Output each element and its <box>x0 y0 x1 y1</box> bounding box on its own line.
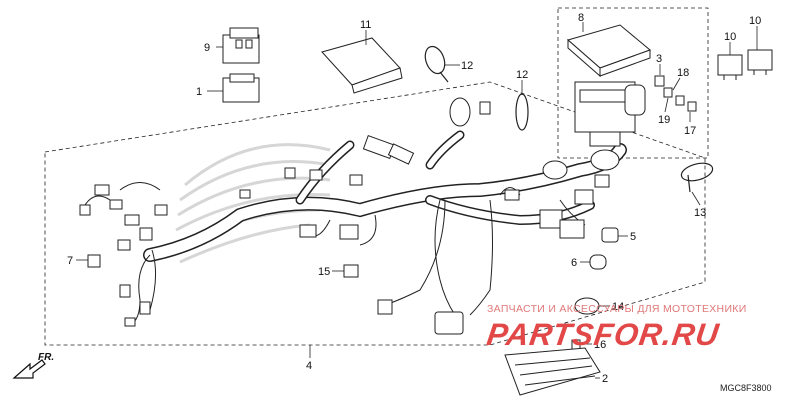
fuse-box-boundary <box>557 7 709 159</box>
callout-18: 18 <box>677 67 689 79</box>
left-connector-cluster <box>79 184 168 327</box>
callout-14: 14 <box>612 301 624 313</box>
fuse-box <box>574 81 646 147</box>
part-13-band <box>680 162 714 193</box>
callout-12-mid: 12 <box>516 69 528 81</box>
front-direction-label: FR. <box>38 352 55 363</box>
callout-5: 5 <box>630 231 636 243</box>
right-connector-cluster <box>539 149 620 239</box>
callout-1: 1 <box>196 86 202 98</box>
callout-10-right: 10 <box>749 15 761 27</box>
small-fuses <box>654 75 697 112</box>
part-10-relays <box>717 49 773 80</box>
fuse-box-cover <box>566 24 651 78</box>
callout-4: 4 <box>306 360 312 372</box>
harness-cover <box>321 37 403 94</box>
parts-7-15-clips <box>87 254 359 278</box>
callout-17: 17 <box>684 125 696 137</box>
harness-trunk <box>143 130 627 262</box>
callout-11: 11 <box>360 19 371 31</box>
callout-15: 15 <box>318 266 330 278</box>
watermark-caption: ЗАПЧАСТИ И АКСЕССУАРЫ ДЛЯ МОТОТЕХНИКИ <box>487 303 747 315</box>
callout-7: 7 <box>67 255 73 267</box>
diagram-code: MGC8F3800 <box>720 383 772 393</box>
callout-3: 3 <box>656 53 662 65</box>
front-direction-arrow-icon <box>12 359 46 379</box>
callout-16: 16 <box>594 339 606 351</box>
parts-14-16-2 <box>504 297 601 396</box>
part-12-cable-ties <box>424 45 529 131</box>
callout-8: 8 <box>578 12 584 24</box>
part-1-relay <box>222 73 260 103</box>
watermark-logo: PARTSFOR.RU <box>484 317 722 352</box>
callout-2: 2 <box>602 373 608 385</box>
callout-19: 19 <box>658 114 670 126</box>
callout-13: 13 <box>694 207 706 219</box>
callout-10-left: 10 <box>724 31 736 43</box>
parts-5-6-clamps <box>589 227 619 270</box>
part-9-relay <box>222 27 260 64</box>
assembly-boundary <box>44 81 706 346</box>
leader-lines <box>76 22 758 379</box>
middle-connector-cluster <box>239 97 520 335</box>
callout-9: 9 <box>204 42 210 54</box>
callout-6: 6 <box>571 257 577 269</box>
callout-12-top: 12 <box>461 60 473 72</box>
